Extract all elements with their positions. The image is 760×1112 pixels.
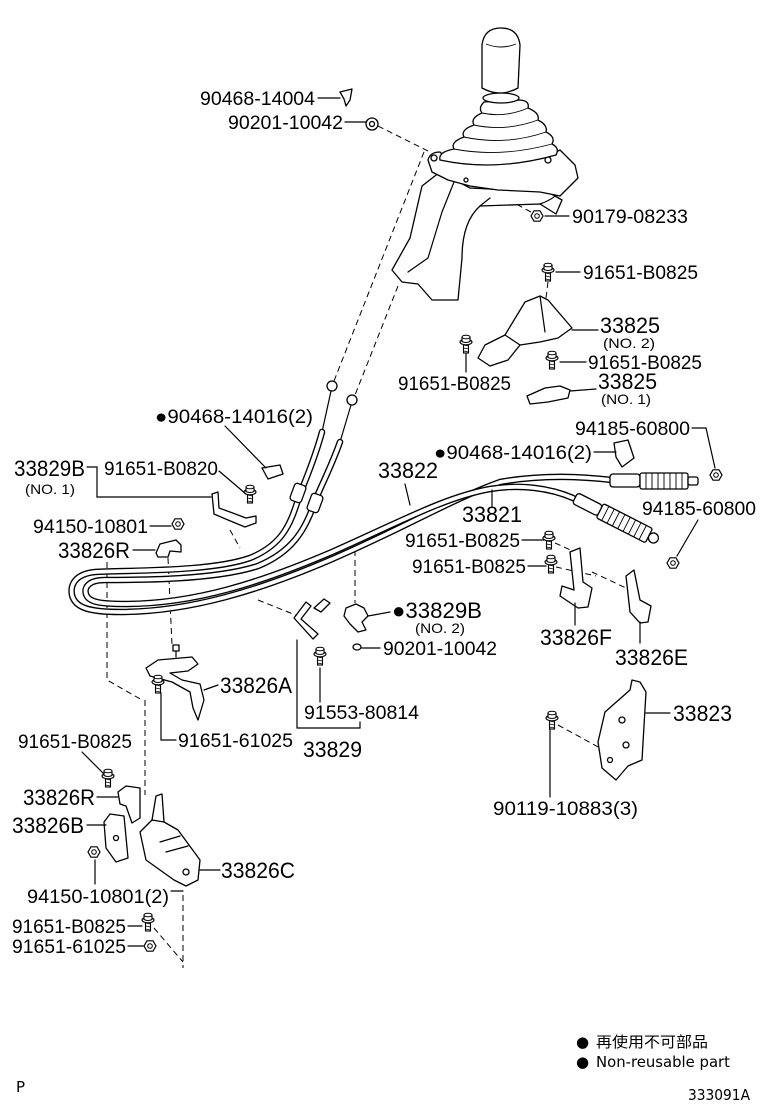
shift-knob-collar — [482, 92, 520, 104]
label-91651-b0825-f-upper: 91651-B0825 — [405, 531, 520, 552]
legend-marker-en: ● — [576, 1053, 589, 1071]
label-33822: 33822 — [378, 458, 438, 483]
label-33829b-no1-sub: (NO. 1) — [25, 481, 75, 497]
bolt-91651-b0825-f-upper — [542, 530, 556, 550]
label-90468-14016-right: ●90468-14016(2) — [434, 443, 592, 464]
label-33826c: 33826C — [221, 858, 295, 883]
label-94150-10801: 94150-10801 — [33, 517, 148, 538]
label-33826a: 33826A — [220, 673, 292, 698]
label-91651-b0825-f-lower: 91651-B0825 — [412, 557, 526, 578]
label-91651-b0820: 91651-B0820 — [104, 459, 218, 480]
corner-mark: P — [16, 1078, 25, 1096]
bracket-33826r-upper — [155, 539, 182, 558]
label-33829b-no1: 33829B — [14, 456, 85, 481]
label-91553-80814: 91553-80814 — [304, 703, 419, 724]
label-94185-60800-lower: 94185-60800 — [642, 499, 756, 520]
lever-housing — [391, 171, 563, 301]
label-91651-b0825-lowleft: 91651-B0825 — [18, 732, 132, 753]
label-33829b-no2: ●33829B — [392, 598, 482, 623]
label-90201-10042-lower: 90201-10042 — [383, 639, 497, 660]
label-90468-14016-left: ●90468-14016(2) — [155, 407, 313, 428]
label-33826r-lower: 33826R — [23, 785, 95, 810]
label-33826r-upper: 33826R — [58, 538, 130, 563]
label-91651-b0825-bottom: 91651-B0825 — [12, 917, 126, 938]
bracket-33826a — [145, 644, 205, 721]
bracket-33826f — [559, 547, 593, 609]
clip-90468-14016-right — [613, 439, 635, 468]
assembly-guide-lines — [106, 125, 627, 968]
label-33826f: 33826F — [540, 625, 612, 650]
label-33825-no2: 33825 — [600, 313, 660, 338]
bracket-33823 — [597, 679, 647, 781]
label-33823: 33823 — [673, 701, 732, 726]
bolt-90119-10883 — [545, 710, 559, 730]
label-33825-no1-sub: (NO. 1) — [601, 391, 651, 407]
label-33825-no2-sub: (NO. 2) — [603, 335, 655, 351]
label-90179-08233: 90179-08233 — [572, 207, 688, 228]
label-33821: 33821 — [462, 502, 522, 527]
bolt-91651-b0825-left — [459, 334, 473, 354]
clip-33829b-no2 — [343, 603, 369, 633]
figure-code: 333091A — [688, 1086, 751, 1104]
legend: ● 再使用不可部品 ● Non-reusable part — [576, 1033, 730, 1071]
bolt-91651-b0825-right — [545, 350, 559, 370]
label-91651-61025-mid: 91651-61025 — [178, 731, 293, 752]
legend-marker-ja: ● — [576, 1033, 589, 1051]
cable-33821 — [82, 438, 577, 608]
label-90201-10042-upper: 90201-10042 — [228, 113, 343, 134]
bracket-33829 — [293, 598, 331, 640]
legend-text-ja: 再使用不可部品 — [596, 1033, 708, 1051]
label-33829: 33829 — [303, 737, 362, 762]
nut-90179-08233 — [530, 210, 544, 222]
bolt-91651-b0825-f-lower — [544, 554, 558, 574]
cable-end-33821 — [572, 493, 660, 544]
bracket-33825-no1 — [526, 385, 571, 405]
cable-ferrules — [289, 482, 324, 514]
label-91651-b0825-left: 91651-B0825 — [398, 374, 511, 395]
label-33826b: 33826B — [12, 813, 84, 838]
label-91651-61025-bottom: 91651-61025 — [12, 937, 126, 958]
clip-90468-14004 — [339, 88, 353, 107]
nut-91651-61025-bottom — [143, 940, 157, 952]
label-90119-10883: 90119-10883(3) — [493, 799, 638, 820]
nut-94185-60800-lower — [666, 557, 680, 569]
bracket-33826e — [625, 569, 652, 624]
bracket-33826r-lower — [117, 785, 141, 824]
bracket-33825-no2 — [477, 295, 573, 367]
label-90468-14004: 90468-14004 — [200, 89, 315, 110]
bracket-33826b — [103, 813, 129, 863]
bolt-91553-80814 — [313, 646, 327, 666]
clip-90468-14016-left — [261, 464, 284, 480]
shift-lever-assembly — [391, 27, 579, 301]
shift-boot — [439, 99, 558, 166]
label-94150-10801-2: 94150-10801(2) — [27, 887, 169, 908]
shift-knob — [481, 27, 521, 94]
label-33826e: 33826E — [615, 645, 688, 670]
legend-text-en: Non-reusable part — [596, 1053, 730, 1071]
nut-94150-10801-2 — [87, 846, 101, 858]
bolt-91651-b0825-lowleft — [101, 768, 115, 788]
label-33829b-no2-sub: (NO. 2) — [415, 620, 465, 636]
leader-lines — [81, 97, 716, 947]
nut-94185-60800-upper — [709, 469, 723, 481]
label-33825-no1: 33825 — [598, 369, 657, 394]
label-91651-b0825-right: 91651-B0825 — [588, 353, 702, 374]
washer-90201-10042-upper — [365, 117, 379, 131]
bolt-91651-b0825-bottom — [141, 912, 155, 932]
cable-ball-joints — [321, 380, 358, 443]
nut-94150-10801 — [171, 518, 185, 530]
label-91651-b0825-top: 91651-B0825 — [583, 263, 698, 284]
callout-labels: 90468-14004 90201-10042 90179-08233 9165… — [12, 89, 756, 958]
bracket-33826c — [139, 793, 201, 887]
bracket-33829b-no1 — [211, 491, 257, 528]
cable-end-33822 — [609, 472, 699, 490]
washer-90201-10042-lower — [352, 643, 362, 651]
bolt-91651-61025-mid — [151, 674, 165, 694]
label-94185-60800-upper: 94185-60800 — [575, 419, 690, 440]
bolt-91651-b0825-top — [541, 262, 555, 282]
